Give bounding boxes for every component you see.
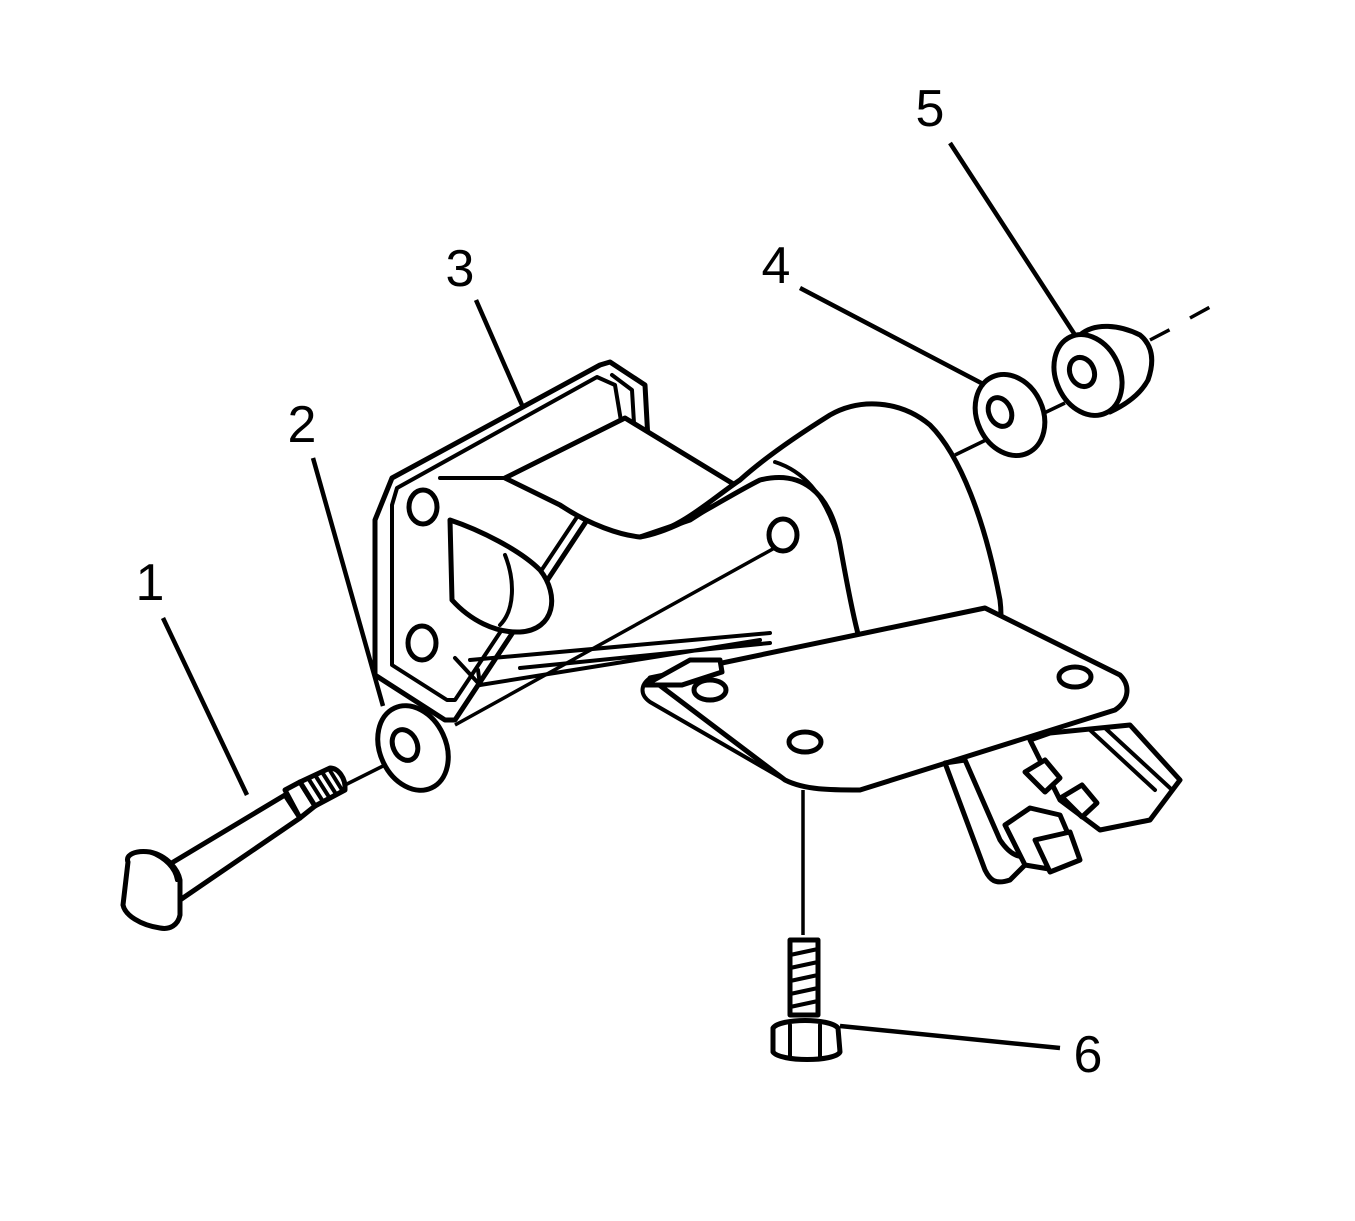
callout-labels: 1 2 3 4 5 6 — [136, 80, 1103, 1084]
leader-4 — [798, 286, 987, 387]
leader-6 — [839, 1023, 1061, 1051]
pivot-nut — [1051, 323, 1155, 418]
pivot-hole — [766, 516, 800, 554]
washer-left — [375, 703, 451, 793]
pivot-bolt — [120, 765, 348, 931]
base-hole-front — [691, 677, 729, 703]
callout-5: 5 — [916, 80, 945, 138]
leader-1 — [160, 617, 250, 796]
base-hole-center — [786, 729, 824, 755]
callout-3: 3 — [446, 240, 475, 298]
flange-hole-lower — [405, 623, 439, 663]
leader-lines — [160, 141, 1077, 1051]
callout-4: 4 — [762, 237, 791, 295]
flange-hole-upper — [406, 487, 440, 527]
callout-1: 1 — [136, 554, 165, 612]
mounting-bolt — [770, 937, 843, 1062]
pedal-bracket — [372, 359, 1183, 885]
leader-2 — [310, 457, 386, 707]
base-hole-right — [1056, 664, 1094, 690]
callout-2: 2 — [288, 396, 317, 454]
leader-3 — [473, 299, 525, 406]
leader-5 — [948, 141, 1077, 337]
callout-6: 6 — [1074, 1026, 1103, 1084]
washer-right — [972, 371, 1048, 459]
